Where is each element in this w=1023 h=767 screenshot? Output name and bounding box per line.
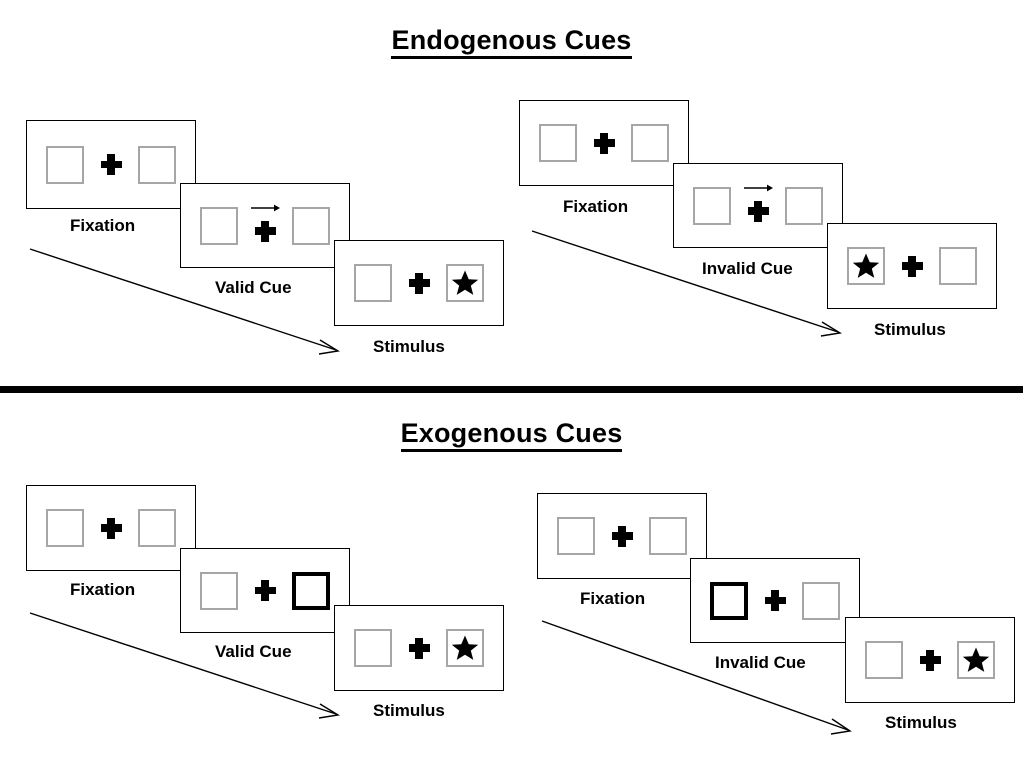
stimulus-box-left [200, 571, 238, 610]
fixation-cross-container [392, 260, 446, 306]
stimulus-box-right [802, 581, 840, 620]
stimulus-box-left [693, 186, 731, 225]
stimulus-box-right [939, 247, 977, 285]
stimulus-box-right [957, 641, 995, 679]
arrow-right-icon [744, 184, 773, 191]
stimulus-box-right [649, 517, 687, 555]
trial-label-endo-invalid-fixation: Fixation [563, 197, 629, 216]
section-title-exogenous-text: Exogenous Cues [400, 418, 623, 452]
stimulus-box-left [200, 206, 238, 245]
star-icon [451, 270, 479, 295]
fixation-cross-container [885, 243, 939, 289]
trial-label-endo-valid-stimulus: Stimulus [373, 337, 445, 356]
section-divider [0, 386, 1023, 393]
fixation-cross-container [84, 505, 138, 551]
stimulus-box-left [354, 629, 392, 667]
fixation-cross-container [238, 203, 292, 249]
trial-label-exo-invalid-cue: Invalid Cue [715, 653, 806, 672]
trial-frame-endo-valid-fixation [26, 120, 196, 209]
section-title-exogenous: Exogenous Cues [0, 418, 1023, 452]
plus-icon [919, 649, 941, 671]
section-title-endogenous: Endogenous Cues [0, 25, 1023, 59]
plus-icon [100, 154, 122, 175]
trial-label-exo-invalid-fixation: Fixation [580, 589, 646, 608]
trial-label-exo-valid-cue: Valid Cue [215, 642, 292, 661]
plus-icon [254, 220, 276, 242]
stimulus-box-left [557, 517, 595, 555]
stimulus-box-right [138, 145, 176, 184]
stimulus-box-left [354, 264, 392, 302]
plus-icon [901, 255, 923, 277]
plus-icon [254, 580, 276, 601]
stimulus-box-right [446, 264, 484, 302]
fixation-cross-container [392, 625, 446, 671]
trial-label-endo-valid-fixation: Fixation [70, 216, 136, 235]
section-title-endogenous-text: Endogenous Cues [391, 25, 632, 59]
fixation-cross-container [595, 513, 649, 559]
stimulus-box-right [138, 509, 176, 547]
stimulus-box-right [292, 206, 330, 245]
trial-frame-endo-invalid-stimulus [827, 223, 997, 309]
stimulus-box-left [46, 145, 84, 184]
plus-icon [611, 525, 633, 547]
trial-label-endo-valid-cue: Valid Cue [215, 278, 292, 297]
plus-icon [100, 517, 122, 539]
arrow-right-icon [251, 204, 280, 211]
fixation-cross-container [577, 120, 631, 166]
trial-frame-exo-invalid-cue [690, 558, 860, 643]
plus-icon [408, 637, 430, 659]
fixation-cross-container [903, 637, 957, 683]
fixation-cross-container [731, 183, 785, 229]
trial-label-endo-invalid-cue: Invalid Cue [702, 259, 793, 278]
fixation-cross-container [748, 578, 802, 624]
plus-icon [593, 132, 615, 154]
fixation-cross-container [238, 568, 292, 614]
stimulus-box-left [539, 124, 577, 162]
stimulus-box-right-cued [292, 571, 330, 610]
plus-icon [747, 200, 769, 222]
plus-icon [408, 272, 430, 294]
stimulus-box-right [785, 186, 823, 225]
trial-label-exo-valid-stimulus: Stimulus [373, 701, 445, 720]
fixation-cross-container [84, 142, 138, 188]
star-icon [962, 647, 990, 672]
trial-label-endo-invalid-stimulus: Stimulus [874, 320, 946, 339]
trial-frame-endo-invalid-fixation [519, 100, 689, 186]
trial-label-exo-invalid-stimulus: Stimulus [885, 713, 957, 732]
stimulus-box-left-cued [710, 581, 748, 620]
star-icon [852, 253, 880, 278]
star-icon [451, 635, 479, 660]
trial-frame-endo-valid-cue [180, 183, 350, 268]
stimulus-box-left [847, 247, 885, 285]
stimulus-box-left [46, 509, 84, 547]
trial-frame-exo-invalid-fixation [537, 493, 707, 579]
stimulus-box-right [631, 124, 669, 162]
trial-frame-exo-valid-stimulus [334, 605, 504, 691]
plus-icon [764, 590, 786, 611]
trial-frame-endo-valid-stimulus [334, 240, 504, 326]
stimulus-box-right [446, 629, 484, 667]
trial-label-exo-valid-fixation: Fixation [70, 580, 136, 599]
trial-frame-exo-invalid-stimulus [845, 617, 1015, 703]
trial-frame-endo-invalid-cue [673, 163, 843, 248]
trial-frame-exo-valid-cue [180, 548, 350, 633]
stimulus-box-left [865, 641, 903, 679]
trial-frame-exo-valid-fixation [26, 485, 196, 571]
